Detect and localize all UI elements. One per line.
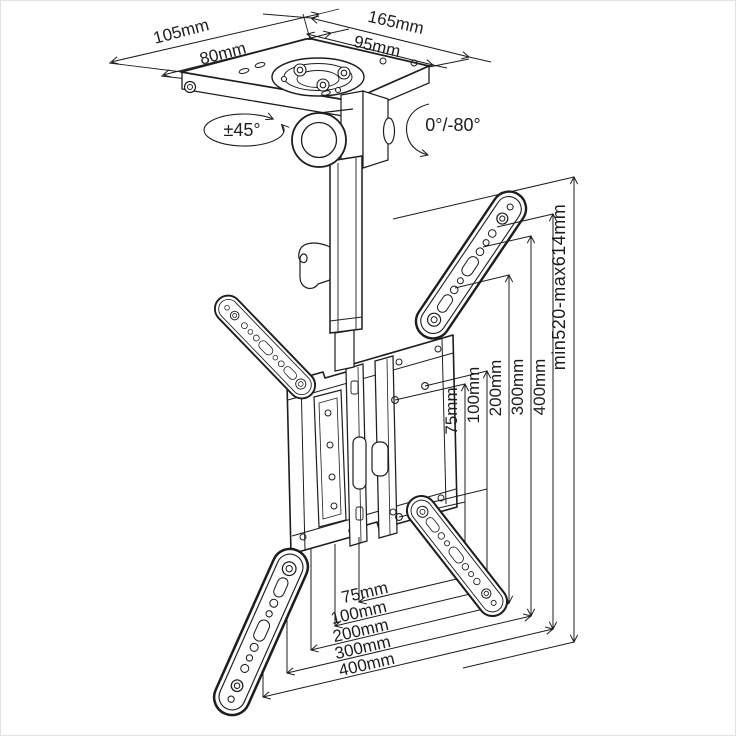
tilt-axle-cap bbox=[382, 117, 396, 145]
rail-right-line bbox=[386, 358, 391, 536]
vesa-vertical-label-400: 400mm bbox=[530, 359, 549, 416]
dim-h-400 bbox=[263, 629, 553, 697]
cable-hook bbox=[298, 242, 331, 290]
knob-inner bbox=[300, 121, 338, 159]
extension-arm-lower-right bbox=[400, 489, 514, 623]
tilt-knob bbox=[291, 112, 347, 168]
pole-outer-tube bbox=[329, 155, 363, 334]
extension-arm-upper-right bbox=[408, 183, 534, 347]
plate-inner-lines bbox=[287, 338, 457, 552]
mounting-pole bbox=[329, 155, 363, 372]
vesa-vertical-label-300: 300mm bbox=[508, 359, 527, 416]
knob-outer bbox=[291, 112, 347, 168]
ceiling-plate bbox=[180, 38, 430, 174]
dim-line-plate-width-holes bbox=[307, 34, 433, 65]
rail-slot-bottom bbox=[355, 506, 364, 521]
left-subplate bbox=[313, 389, 347, 528]
tilt-rotation-arrow-icon bbox=[406, 103, 430, 155]
center-slot bbox=[352, 436, 367, 490]
plate-holes bbox=[238, 57, 418, 96]
corner-screw-center bbox=[187, 84, 193, 90]
vesa-vertical-label-200: 200mm bbox=[486, 360, 505, 417]
dimension-lattice bbox=[263, 177, 574, 697]
dim-label-plate-depth: 105mm bbox=[151, 15, 211, 48]
latch-slot bbox=[371, 441, 389, 477]
vesa-vertical-label-100: 100mm bbox=[464, 367, 483, 424]
left-subplate-inner bbox=[318, 397, 342, 520]
arm-hole-leaders bbox=[454, 213, 554, 289]
tilt-angle-label: 0°/-80° bbox=[425, 115, 480, 135]
extension-arm-lower-left bbox=[207, 541, 315, 723]
bottom-extension-lines bbox=[262, 537, 360, 697]
swivel-bolts bbox=[280, 63, 351, 94]
tilt-bracket-side bbox=[362, 90, 389, 169]
extension-arm-upper-left bbox=[208, 289, 322, 405]
corner-screw bbox=[183, 80, 197, 94]
swivel-angle-label: ±45° bbox=[223, 120, 260, 140]
height-range-label: min520-max614mm bbox=[549, 204, 569, 371]
rail-slot-top bbox=[350, 380, 359, 395]
dim-h-300 bbox=[287, 616, 531, 673]
pole-inner-tube bbox=[334, 329, 355, 372]
swivel-rotation-arrow-icon bbox=[203, 114, 284, 147]
plate-hole-leaders bbox=[394, 370, 488, 518]
left-subplate-holes bbox=[324, 409, 338, 510]
pole-tube-lines bbox=[329, 158, 363, 331]
vesa-vertical-label-75: 75mm bbox=[442, 387, 461, 434]
